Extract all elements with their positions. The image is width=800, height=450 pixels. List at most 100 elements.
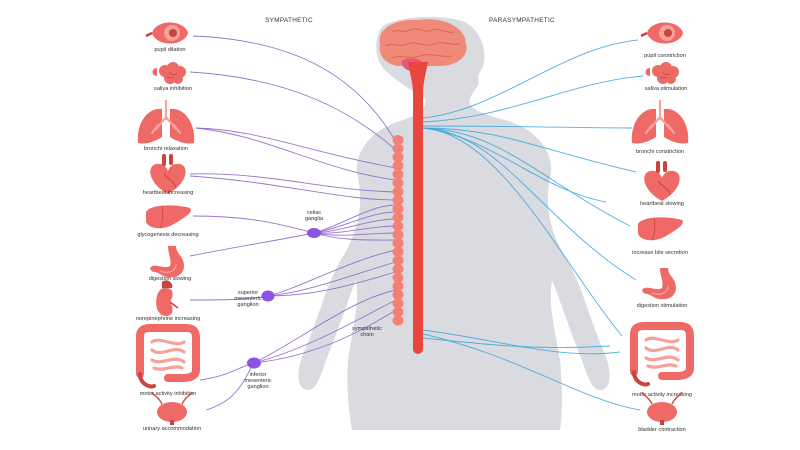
chain-segment — [392, 160, 404, 171]
chain-segment — [392, 315, 404, 326]
parasympathetic-organ-label: saliva stimulation — [645, 86, 688, 92]
chain-label-line: chain — [360, 332, 373, 338]
sympathetic-nerve — [267, 271, 397, 297]
sympathetic-nerve — [313, 225, 397, 234]
sympathetic-organ-label: norepinephrine increasing — [136, 316, 200, 322]
salivary-gland-icon — [645, 62, 679, 84]
sympathetic-nerve — [253, 309, 397, 364]
chain-segment — [392, 229, 404, 240]
sympathetic-organ-label: heartbeat increasing — [143, 190, 194, 196]
ganglion-dot — [247, 357, 261, 369]
chain-segment — [392, 135, 404, 145]
sympathetic-organ-label: digestion slowing — [149, 276, 192, 282]
parasympathetic-nerve — [422, 127, 623, 337]
chain-segment — [392, 212, 404, 223]
parasympathetic-organ-label: bronchi constriction — [636, 149, 684, 155]
chain-segment — [392, 298, 404, 309]
sympathetic-nerve — [189, 71, 397, 151]
sympathetic-nerve — [189, 295, 269, 301]
salivary-gland-icon — [152, 62, 186, 84]
sympathetic-organ-7: motor activity inhibition — [136, 324, 200, 397]
heart-icon — [150, 154, 186, 194]
parasympathetic-organ-label: motor activity increasing — [632, 392, 692, 398]
sympathetic-nerve — [195, 127, 397, 181]
spinal-cord — [413, 64, 423, 354]
sympathetic-nerve — [192, 35, 397, 143]
intestine-icon — [630, 322, 694, 387]
chain-segment — [392, 307, 404, 317]
stomach-icon — [642, 268, 676, 300]
parasympathetic-nerve — [422, 333, 641, 411]
eye-icon — [640, 22, 683, 44]
parasympathetic-nerve — [422, 75, 644, 123]
sympathetic-chain — [392, 135, 404, 326]
sympathetic-nerve — [189, 173, 397, 193]
sympathetic-organ-6: norepinephrine increasing — [136, 280, 200, 322]
bladder-icon — [151, 391, 193, 425]
sympathetic-nerve — [313, 232, 397, 236]
sympathetic-organ-label: glycogenesis decreasing — [137, 232, 198, 238]
sympathetic-organ-0: pupil dilation — [145, 22, 188, 53]
parasympathetic-nerve — [422, 329, 621, 355]
liver-icon — [146, 205, 191, 229]
parasympathetic-organ-label: increase bile secretion — [632, 250, 688, 256]
parasympathetic-nerve — [422, 39, 639, 119]
parasympathetic-nerve — [422, 127, 631, 227]
sympathetic-organ-2: bronchi relaxation — [137, 99, 195, 152]
sympathetic-nerve — [253, 299, 397, 364]
chain-segment — [392, 272, 404, 283]
chain-segment — [392, 178, 404, 188]
chain-segment — [392, 238, 404, 249]
sympathetic-heading: SYMPATHETIC — [265, 17, 313, 24]
parasympathetic-nerve — [422, 125, 633, 129]
sympathetic-nerve — [267, 261, 397, 297]
eye-icon — [145, 22, 188, 44]
parasympathetic-organ-2: bronchi constriction — [631, 99, 689, 155]
sympathetic-organ-label: saliva inhibition — [154, 86, 192, 92]
ganglion-dot — [307, 228, 321, 238]
chain-segment — [392, 255, 404, 266]
parasympathetic-organ-6: motor activity increasing — [630, 322, 694, 398]
sympathetic-nerve — [253, 289, 397, 364]
chain-segment — [392, 143, 404, 154]
sympathetic-organ-label: motor activity inhibition — [140, 391, 197, 397]
sympathetic-organ-label: urinary accommodation — [143, 426, 201, 432]
ganglion-label: superior — [238, 290, 258, 296]
ganglion-label: inferior — [249, 372, 266, 378]
parasympathetic-organ-5: digestion stimulation — [637, 268, 688, 309]
parasympathetic-nerve — [422, 337, 611, 349]
sympathetic-nerve — [313, 232, 397, 241]
sympathetic-organ-8: urinary accommodation — [143, 391, 201, 432]
body-silhouette — [298, 16, 610, 430]
sympathetic-organ-label: bronchi relaxation — [144, 146, 188, 152]
chain-segment — [392, 246, 404, 257]
chain-label-line: sympathetic — [352, 326, 382, 332]
chain-segment — [392, 195, 404, 206]
liver-icon — [638, 217, 683, 241]
parasympathetic-nerve — [422, 127, 637, 173]
parasympathetic-organ-label: pupil constriction — [644, 53, 686, 59]
parasympathetic-organ-label: digestion stimulation — [637, 303, 688, 309]
sympathetic-organ-4: glycogenesis decreasing — [137, 205, 199, 238]
heart-icon — [644, 161, 680, 201]
parasympathetic-organ-4: increase bile secretion — [632, 217, 688, 256]
ganglion-label: mesenteric — [234, 296, 262, 302]
parasympathetic-organ-label: bladder contraction — [638, 427, 686, 433]
sympathetic-nerve — [195, 127, 397, 169]
chain-segment — [392, 186, 404, 197]
parasympathetic-organ-0: pupil constriction — [640, 22, 686, 59]
ganglion-dot — [261, 290, 275, 302]
lungs-icon — [631, 99, 689, 144]
parasympathetic-organ-7: bladder contraction — [638, 391, 686, 433]
ganglion-label: celiac — [307, 210, 322, 216]
ganglion-label: ganglion — [247, 384, 268, 390]
chain-segment — [392, 289, 404, 300]
parasympathetic-organ-label: heartbeat slowing — [640, 201, 684, 207]
chain-segment — [392, 152, 404, 163]
